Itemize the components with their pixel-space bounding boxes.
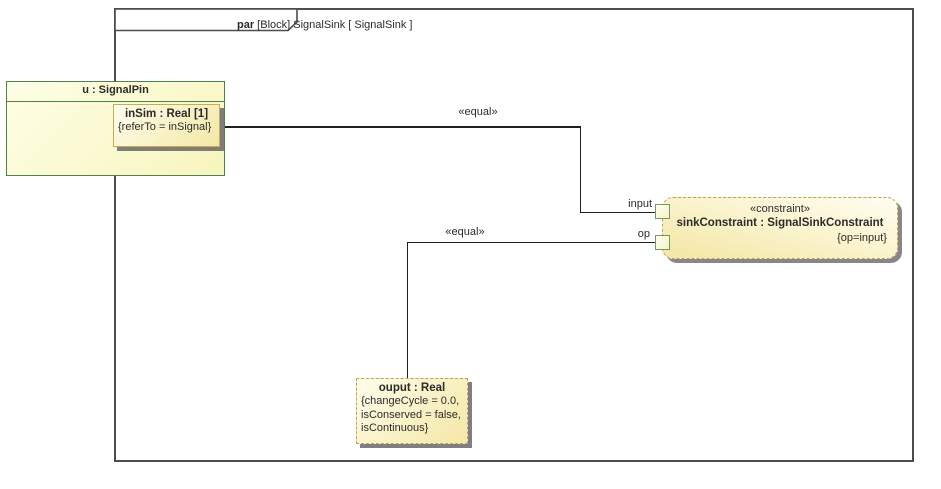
value-insim-constraint: {referTo = inSignal} — [118, 121, 212, 133]
connector-equal-top-v[interactable] — [579, 126, 582, 213]
constraint-title: sinkConstraint : SignalSinkConstraint — [676, 217, 884, 229]
port-input[interactable] — [655, 204, 670, 219]
value-ouput-properties: {changeCycle = 0.0, isConserved = false,… — [361, 395, 461, 434]
diagram-frame-tab[interactable]: par [Block] SignalSink [ SignalSink ] — [114, 8, 412, 32]
port-op[interactable] — [655, 235, 670, 250]
value-ouput-title: ouput : Real — [378, 382, 446, 394]
value-insim-title: inSim : Real [1] — [124, 108, 209, 120]
port-input-label: input — [628, 198, 652, 210]
value-ouput[interactable]: ouput : Real {changeCycle = 0.0, isConse… — [356, 378, 468, 444]
diagram-title: par [Block] SignalSink [ SignalSink ] — [237, 19, 412, 31]
constraint-sinkconstraint[interactable]: «constraint» sinkConstraint : SignalSink… — [662, 197, 898, 259]
equal-stereotype-label-top: «equal» — [458, 106, 498, 118]
diagram-frame — [114, 8, 914, 462]
connector-equal-bottom-h[interactable] — [406, 241, 656, 244]
port-op-label: op — [637, 228, 650, 240]
diagram-kind-keyword: par — [237, 19, 255, 31]
part-u-signalpin-title: u : SignalPin — [7, 82, 224, 102]
equal-stereotype-label-bottom: «equal» — [445, 226, 485, 238]
connector-equal-bottom-v[interactable] — [406, 241, 409, 379]
connector-equal-top-h1[interactable] — [218, 126, 581, 128]
frame-tab-shape — [114, 8, 298, 32]
connector-equal-top-h2[interactable] — [579, 211, 656, 214]
constraint-expression: {op=input} — [837, 232, 887, 244]
constraint-stereotype: «constraint» — [750, 203, 810, 215]
value-insim[interactable]: inSim : Real [1] {referTo = inSignal} — [113, 104, 220, 147]
diagram-title-text: [Block] SignalSink [ SignalSink ] — [254, 19, 413, 31]
